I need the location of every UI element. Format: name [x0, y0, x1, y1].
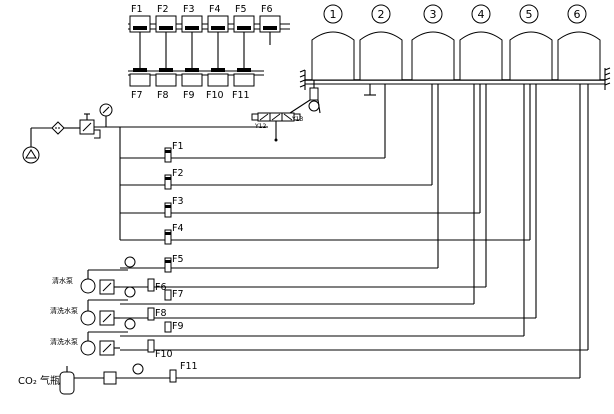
- line-valve-f4: F4: [164, 223, 184, 245]
- line-valve-f8: F8: [147, 307, 167, 321]
- bank-connectors: [139, 32, 271, 68]
- bottom-valve-label: F11: [232, 90, 250, 101]
- pipelines: F1 F2 F3 F4 F5 F6 F7: [80, 84, 589, 383]
- line-valve-f1: F1: [164, 141, 184, 163]
- top-valve-label: F4: [209, 4, 221, 15]
- bottom-valve-f7: F7: [129, 68, 151, 101]
- solenoid-valve: Y12 Y13: [251, 112, 303, 142]
- top-valve-label: F3: [183, 4, 195, 15]
- line-valve-f9: F9: [164, 321, 184, 333]
- tank-4: 4: [459, 4, 503, 81]
- pump-station-3: 清洗水泵: [50, 318, 136, 356]
- platform-mid-support: [364, 84, 376, 96]
- co2-cylinder-icon: [59, 371, 75, 395]
- line-valve-label: F11: [180, 361, 198, 372]
- tank-5: 5: [509, 4, 553, 81]
- bottom-valve-label: F7: [131, 90, 143, 101]
- tank-3-number: 3: [430, 8, 437, 21]
- bottom-valve-f11: F11: [232, 68, 255, 101]
- line-valve-label: F3: [172, 196, 184, 207]
- line-valve-f10: F10: [147, 339, 173, 360]
- top-valve-label: F6: [261, 4, 273, 15]
- tank-6-number: 6: [574, 8, 581, 21]
- line-valve-label: F6: [155, 282, 167, 293]
- line-valve-label: F10: [155, 349, 173, 360]
- line-valve-f2: F2: [164, 168, 184, 190]
- co2-regulator-icon: [103, 371, 117, 385]
- line-valve-label: F5: [172, 254, 184, 265]
- platform-left-support: [299, 69, 306, 90]
- tank-1-number: 1: [330, 8, 337, 21]
- line-valve-f6: F6: [147, 278, 167, 293]
- bottom-valve-label: F9: [183, 90, 195, 101]
- line-valve-f11: F11: [169, 361, 198, 383]
- line-valve-f3: F3: [164, 196, 184, 218]
- top-valve-label: F2: [157, 4, 169, 15]
- line-valve-label: F8: [155, 308, 167, 319]
- top-valve-f5: F5: [233, 4, 255, 33]
- line-valve-label: F4: [172, 223, 184, 234]
- co2-supply: CO₂ 气瓶: [18, 363, 170, 395]
- tank-6: 6: [557, 4, 601, 81]
- pump-gauge-icon: [124, 318, 136, 330]
- top-valve-f4: F4: [207, 4, 229, 33]
- platform-right-support: [604, 67, 611, 90]
- bottom-valve-label: F10: [206, 90, 224, 101]
- pump-gauge-icon: [124, 286, 136, 298]
- tank-3: 3: [411, 4, 455, 81]
- line-valve-label: F2: [172, 168, 184, 179]
- pump-station-1: 清水泵: [52, 256, 136, 295]
- line-valve-f7: F7: [164, 289, 184, 301]
- bottom-valve-f8: F8: [155, 68, 177, 101]
- co2-gauge-icon: [132, 363, 144, 375]
- pump-label: 清洗水泵: [50, 306, 78, 315]
- bottom-valve-f9: F9: [181, 68, 203, 101]
- line-valve-label: F9: [172, 321, 184, 332]
- top-valve-label: F1: [131, 4, 143, 15]
- actuator-cylinder: [289, 80, 321, 114]
- solenoid-label-left: Y12: [254, 123, 266, 130]
- line-valve-label: F1: [172, 141, 184, 152]
- tank-group: 1 2 3 4 5 6: [299, 4, 611, 96]
- bottom-valve-bank: F7 F8 F9 F10 F11: [128, 68, 264, 101]
- pump-gauge-icon: [124, 256, 136, 268]
- co2-label: CO₂ 气瓶: [18, 374, 60, 387]
- top-valve-f3: F3: [181, 4, 203, 33]
- tank-2-number: 2: [378, 8, 385, 21]
- tank-4-number: 4: [478, 8, 485, 21]
- air-supply: Y12 Y13: [22, 80, 321, 240]
- line-valve-f5: F5: [164, 254, 184, 273]
- bottom-valve-f10: F10: [206, 68, 229, 101]
- top-valve-bank: F1 F2 F3 F4 F5 F6: [128, 4, 290, 68]
- tank-1: 1: [311, 4, 355, 81]
- top-valve-label: F5: [235, 4, 247, 15]
- top-valve-f1: F1: [129, 4, 151, 33]
- solenoid-label-right: Y13: [291, 116, 303, 123]
- bottom-valve-label: F8: [157, 90, 169, 101]
- top-valve-f6: F6: [259, 4, 281, 33]
- pump-label: 清洗水泵: [50, 337, 78, 346]
- tank-2: 2: [359, 4, 403, 81]
- top-valve-f2: F2: [155, 4, 177, 33]
- line-valve-label: F7: [172, 289, 184, 300]
- pump-label: 清水泵: [52, 276, 73, 285]
- pump-station-2: 清洗水泵: [50, 286, 136, 326]
- tank-5-number: 5: [526, 8, 533, 21]
